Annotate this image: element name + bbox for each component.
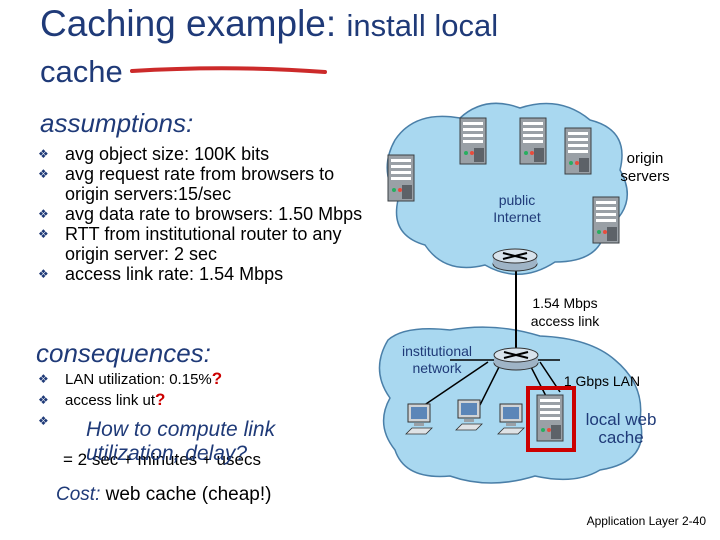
assumption-item: ❖avg request rate from browsers to origi… — [38, 164, 335, 204]
institutional-router-icon — [493, 347, 539, 371]
lan-label: 1 Gbps LAN — [563, 373, 641, 389]
assumption-item: ❖avg data rate to browsers: 1.50 Mbps — [38, 204, 363, 224]
server-icon — [387, 154, 415, 202]
consequences-list: ❖LAN utilization: 0.15%? ❖access link ut… — [38, 369, 338, 428]
assumptions-heading: assumptions: — [40, 108, 194, 138]
internet-router-icon — [492, 248, 538, 272]
cost-line: Cost: web cache (cheap!) — [56, 484, 272, 505]
title-underline — [130, 66, 327, 74]
assumption-item: ❖access link rate: 1.54 Mbps — [38, 264, 284, 284]
assumptions-list: ❖avg object size: 100K bits ❖avg request… — [38, 144, 373, 284]
diamond-bullet-icon: ❖ — [38, 372, 49, 386]
local-cache-server-icon — [536, 394, 564, 442]
compute-question: How to compute link utilization, delay? — [86, 418, 276, 465]
diamond-bullet-icon: ❖ — [38, 414, 49, 428]
cache-highlight-box — [526, 386, 576, 452]
consequences-heading: consequences: — [36, 338, 211, 368]
server-icon — [564, 127, 592, 175]
diamond-bullet-icon: ❖ — [38, 207, 49, 221]
diamond-bullet-icon: ❖ — [38, 227, 49, 241]
footer: Application Layer 2-40 — [587, 514, 706, 528]
slide-title: Caching example: install local cache — [40, 2, 580, 94]
diamond-bullet-icon: ❖ — [38, 167, 49, 181]
diamond-bullet-icon: ❖ — [38, 267, 49, 281]
lan-link-line — [419, 361, 489, 409]
consequence-item: ❖LAN utilization: 0.15%? — [38, 369, 223, 388]
page-number: 2-40 — [681, 514, 706, 528]
access-link-label: 1.54 Mbps access link — [530, 295, 600, 329]
public-internet-label: public Internet — [493, 192, 541, 225]
server-icon — [459, 117, 487, 165]
total-delay: = 2 sec + minutes + usecs — [63, 450, 261, 469]
title-rest: install local — [346, 8, 499, 43]
assumption-item: ❖RTT from institutional router to any or… — [38, 224, 342, 264]
server-icon — [592, 196, 620, 244]
institutional-network-label: institutional network — [401, 343, 473, 376]
local-cache-label: local web cache — [585, 410, 657, 447]
assumption-item: ❖avg object size: 100K bits — [38, 144, 270, 164]
server-icon — [519, 117, 547, 165]
diamond-bullet-icon: ❖ — [38, 147, 49, 161]
title-line2: cache — [40, 54, 123, 89]
consequence-item: ❖access link ut? — [38, 390, 166, 409]
diamond-bullet-icon: ❖ — [38, 393, 49, 407]
footer-label: Application Layer — [586, 514, 679, 528]
title-main: Caching example: — [40, 3, 337, 44]
origin-servers-label: origin servers — [620, 150, 670, 185]
